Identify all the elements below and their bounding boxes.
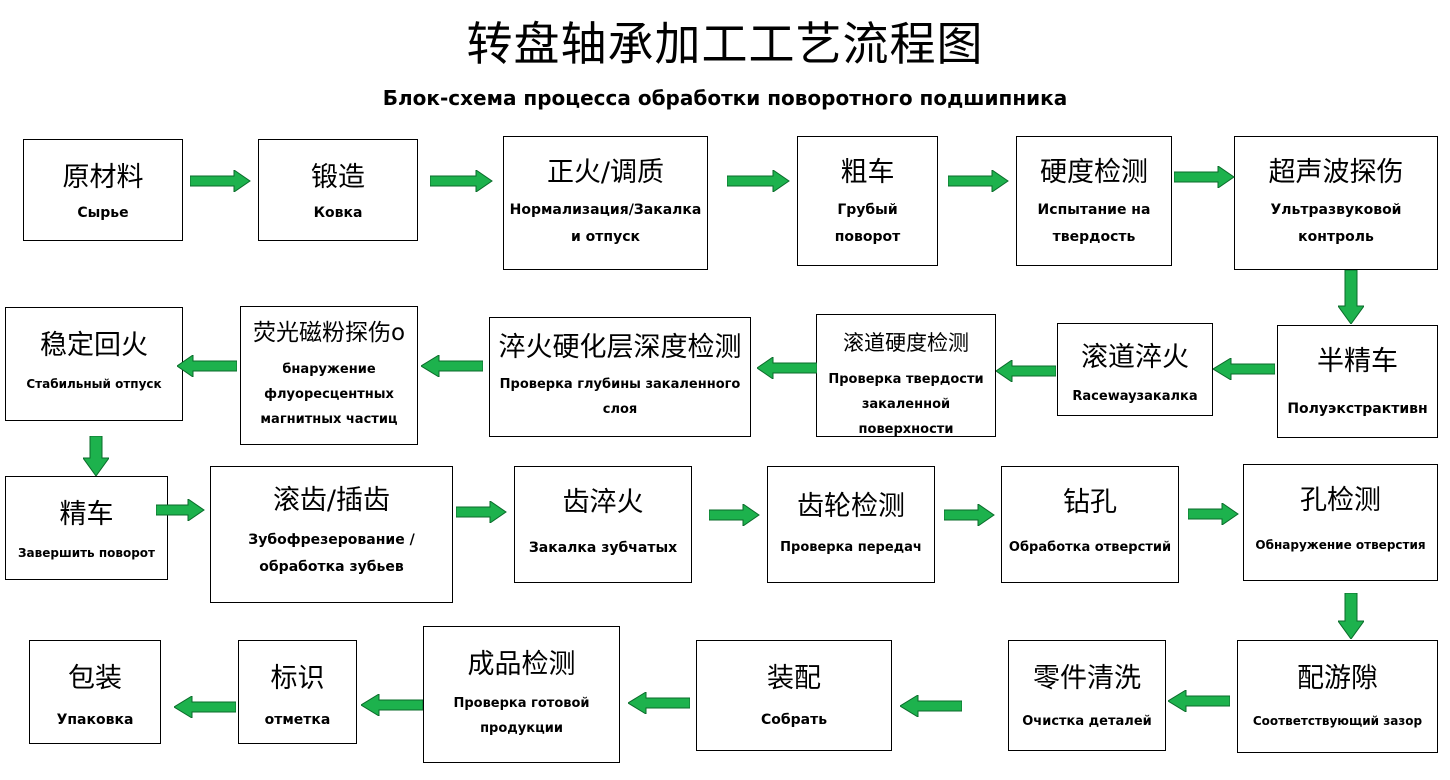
arrow-left-icon	[174, 696, 236, 718]
step-ru: Закалка зубчатых	[528, 540, 678, 556]
step-zh: 标识	[270, 663, 325, 694]
step-gear-quenching: 齿淬火 Закалка зубчатых	[514, 466, 692, 583]
step-zh: 孔检测	[1300, 485, 1381, 516]
step-ru: Испытание на твердость	[1037, 202, 1151, 245]
step-ru: Проверка твердости закаленной поверхност…	[828, 372, 984, 437]
arrow-left-icon	[996, 360, 1056, 382]
arrow-right-icon	[156, 499, 205, 521]
step-assembly: 装配 Собрать	[696, 640, 892, 751]
step-zh: 原材料	[62, 162, 144, 193]
arrow-right-icon	[727, 170, 790, 192]
step-zh: 配游隙	[1297, 663, 1378, 694]
step-clearance-matching: 配游隙 Соответствующий зазор	[1237, 640, 1438, 753]
step-gear-inspection: 齿轮检测 Проверка передач	[767, 466, 935, 583]
step-raceway-quenching: 滚道淬火 Racewayзакалка	[1057, 323, 1213, 416]
step-ru: Ультразвуковой контроль	[1270, 202, 1402, 245]
step-ru: бнаружение флуоресцентных магнитных част…	[260, 362, 398, 427]
arrow-down-icon	[83, 436, 109, 476]
arrow-right-icon	[1188, 503, 1239, 525]
step-zh: 稳定回火	[40, 330, 148, 361]
arrow-left-icon	[361, 694, 423, 716]
step-zh: 成品检测	[467, 649, 576, 680]
step-zh: 齿淬火	[562, 487, 644, 518]
step-hardness-test: 硬度检测 Испытание на твердость	[1016, 136, 1172, 266]
step-zh: 精车	[59, 499, 114, 530]
step-raw-material: 原材料 Сырье	[23, 139, 183, 241]
step-ru: Проверка готовой продукции	[453, 696, 590, 736]
step-rough-turning: 粗车 Грубый поворот	[797, 136, 938, 266]
step-ultrasonic: 超声波探伤 Ультразвуковой контроль	[1234, 136, 1438, 270]
step-marking: 标识 отметка	[238, 640, 357, 744]
step-ru: Проверка глубины закаленного слоя	[499, 377, 741, 417]
step-ru: Соответствующий зазор	[1252, 714, 1423, 728]
step-ru: Очистка деталей	[1022, 714, 1152, 729]
step-ru: Ковка	[313, 205, 363, 221]
step-magnetic-particle: 荧光磁粉探伤o бнаружение флуоресцентных магнит…	[240, 306, 418, 445]
step-raceway-hardness: 滚道硬度检测 Проверка твердости закаленной пов…	[816, 314, 996, 437]
arrow-down-icon	[1338, 270, 1364, 324]
step-forging: 锻造 Ковка	[258, 139, 418, 241]
step-zh: 滚道硬度检测	[843, 331, 969, 355]
step-ru: Зубофрезерование /обработка зубьев	[248, 532, 415, 575]
step-ru: Упаковка	[56, 712, 134, 728]
step-zh: 滚道淬火	[1081, 342, 1189, 373]
arrow-down-icon	[1338, 593, 1364, 639]
arrow-left-icon	[757, 357, 817, 379]
arrow-left-icon	[900, 695, 962, 717]
diagram-subtitle: Блок-схема процесса обработки поворотног…	[382, 86, 1068, 110]
arrow-left-icon	[177, 355, 237, 377]
arrow-right-icon	[190, 170, 251, 192]
step-zh: 包装	[68, 663, 122, 694]
step-ru: отметка	[264, 712, 331, 728]
arrow-right-icon	[430, 170, 493, 192]
step-ru: Обнаружение отверстия	[1255, 538, 1426, 552]
arrow-right-icon	[944, 504, 995, 526]
step-ru: Обработка отверстий	[1008, 540, 1172, 555]
step-ru: Полуэкстрактивн	[1287, 401, 1428, 417]
step-hole-inspection: 孔检测 Обнаружение отверстия	[1243, 464, 1438, 581]
step-ru: Завершить поворот	[18, 546, 155, 560]
step-semi-finish-turning: 半精车 Полуэкстрактивн	[1277, 325, 1438, 438]
step-zh: 超声波探伤	[1268, 157, 1404, 188]
step-zh: 荧光磁粉探伤o	[252, 320, 406, 346]
step-zh: 钻孔	[1063, 487, 1117, 518]
arrow-right-icon	[456, 501, 507, 523]
step-drilling: 钻孔 Обработка отверстий	[1001, 466, 1179, 583]
step-zh: 粗车	[840, 157, 895, 188]
step-ru: Проверка передач	[780, 540, 922, 555]
step-stabilizing-tempering: 稳定回火 Стабильный отпуск	[5, 307, 183, 421]
step-zh: 滚齿/插齿	[272, 485, 391, 516]
step-zh: 淬火硬化层深度检测	[498, 332, 742, 363]
step-zh: 零件清洗	[1033, 663, 1141, 694]
step-packaging: 包装 Упаковка	[29, 640, 161, 744]
step-normalizing: 正火/调质 Нормализация/Закалка и отпуск	[503, 136, 708, 270]
arrow-right-icon	[948, 170, 1009, 192]
step-ru: Стабильный отпуск	[26, 377, 162, 391]
step-zh: 锻造	[311, 162, 365, 193]
step-parts-cleaning: 零件清洗 Очистка деталей	[1008, 640, 1166, 751]
step-ru: Грубый поворот	[834, 202, 901, 245]
step-finish-turning: 精车 Завершить поворот	[5, 476, 168, 580]
step-zh: 硬度检测	[1040, 157, 1148, 188]
step-zh: 正火/调质	[546, 157, 665, 188]
arrow-left-icon	[421, 355, 483, 377]
arrow-right-icon	[1174, 166, 1235, 188]
arrow-right-icon	[709, 504, 760, 526]
step-ru: Собрать	[760, 712, 828, 728]
step-zh: 齿轮检测	[797, 491, 905, 522]
step-ru: Racewayзакалка	[1072, 389, 1198, 404]
step-ru: Нормализация/Закалка и отпуск	[509, 202, 702, 245]
arrow-left-icon	[1168, 690, 1230, 712]
step-gear-hobbing: 滚齿/插齿 Зубофрезерование /обработка зубьев	[210, 466, 453, 603]
step-zh: 装配	[767, 663, 821, 694]
arrow-left-icon	[628, 692, 690, 714]
step-hardened-depth: 淬火硬化层深度检测 Проверка глубины закаленного с…	[489, 317, 751, 437]
step-zh: 半精车	[1317, 346, 1398, 377]
arrow-left-icon	[1213, 358, 1275, 380]
step-ru: Сырье	[77, 205, 129, 221]
diagram-title: 转盘轴承加工工艺流程图	[466, 17, 984, 71]
step-final-inspection: 成品检测 Проверка готовой продукции	[423, 626, 620, 763]
